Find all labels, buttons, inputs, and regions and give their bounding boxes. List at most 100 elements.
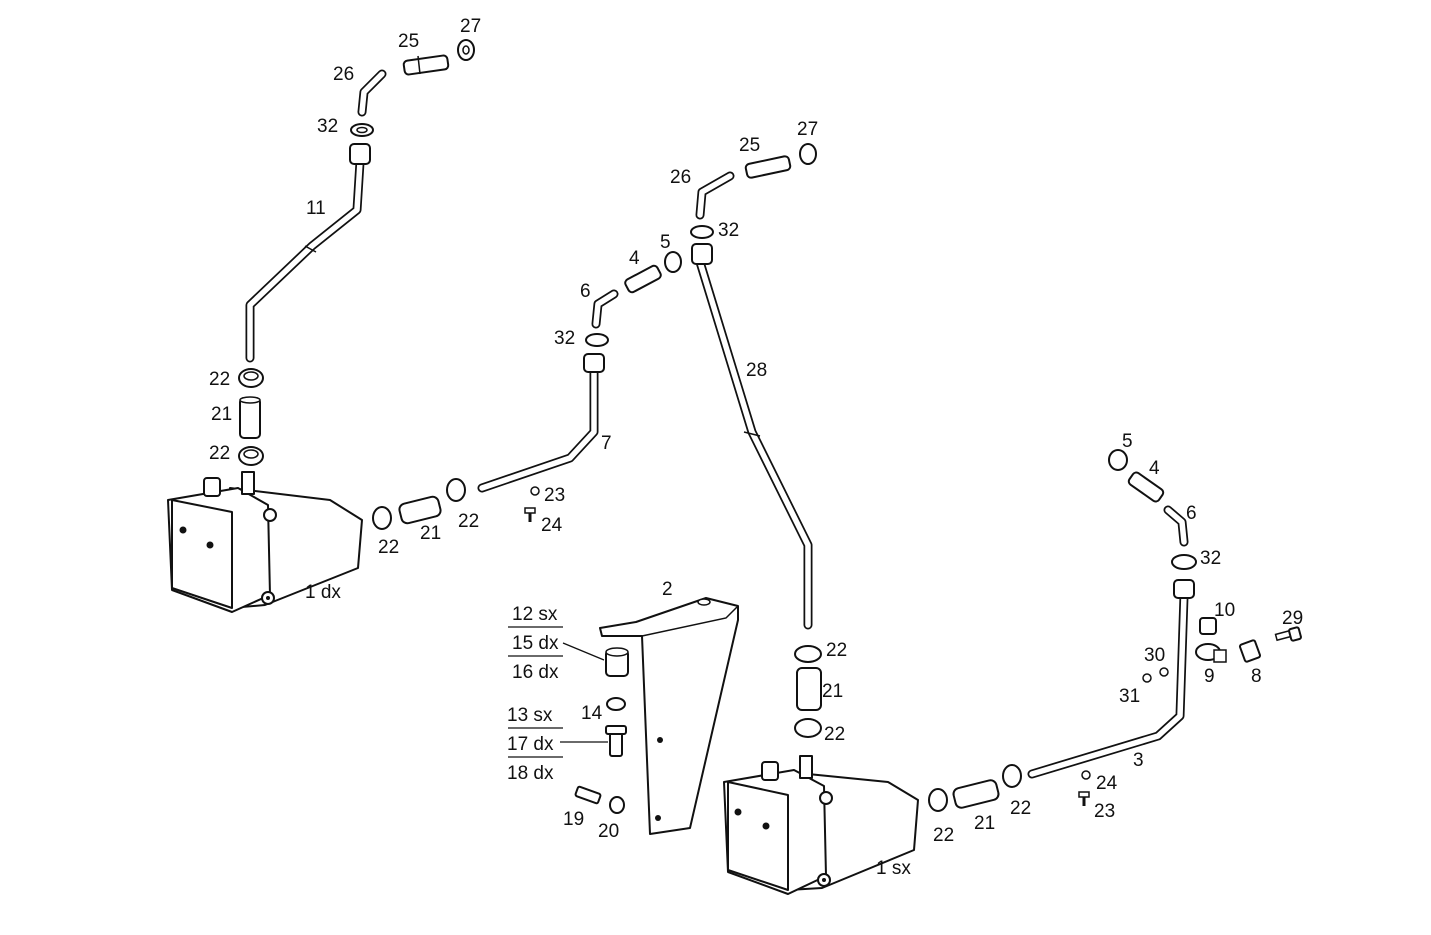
- label-1dx: 1 dx: [305, 582, 341, 603]
- label-4: 4: [629, 248, 640, 269]
- washer-27-top-right: [799, 143, 817, 165]
- union-4-right: [1127, 471, 1165, 503]
- label-31: 31: [1119, 686, 1140, 707]
- clamp-22-upper-right: [794, 645, 822, 663]
- nut-23-left: [530, 486, 540, 496]
- label-21: 21: [420, 523, 441, 544]
- washer-5-right: [1108, 449, 1128, 471]
- washer-31: [1142, 673, 1152, 683]
- label-26: 26: [670, 167, 691, 188]
- label-21: 21: [822, 681, 843, 702]
- hose-21-side-right: [952, 779, 1000, 809]
- leader-lines: [508, 626, 608, 758]
- washer-32-top-right: [690, 225, 714, 239]
- label-5: 5: [1122, 431, 1133, 452]
- plate-8: [1238, 639, 1262, 663]
- nut-20: [609, 796, 625, 814]
- washer-27-top-left: [457, 39, 475, 61]
- union-25-top-right: [744, 155, 792, 179]
- clamp-22-side-right: [928, 788, 948, 812]
- label-11: 11: [306, 198, 326, 219]
- label-22: 22: [378, 537, 399, 558]
- label-17dx: 17 dx: [507, 734, 554, 755]
- label-13sx: 13 sx: [507, 705, 553, 726]
- label-14: 14: [581, 703, 603, 724]
- pipe-28: [691, 243, 813, 630]
- screw-29: [1274, 626, 1302, 642]
- washer-32-mid: [585, 333, 609, 347]
- label-30: 30: [1144, 645, 1165, 666]
- bracket-2: [599, 597, 739, 835]
- spacer-16dx: [605, 647, 629, 677]
- clamp-22-side-left-2: [446, 478, 466, 502]
- label-15dx: 15 dx: [512, 633, 559, 654]
- label-8: 8: [1251, 666, 1262, 687]
- clip-10: [1199, 617, 1217, 635]
- label-22: 22: [933, 825, 954, 846]
- label-5: 5: [660, 232, 671, 253]
- label-23: 23: [1094, 801, 1115, 822]
- label-22: 22: [209, 369, 230, 390]
- label-3: 3: [1133, 750, 1144, 771]
- label-9: 9: [1204, 666, 1215, 687]
- elbow-6-right: [1163, 505, 1189, 547]
- label-22: 22: [1010, 798, 1031, 819]
- elbow-26-top-right: [695, 171, 735, 220]
- label-2: 2: [662, 579, 673, 600]
- bolt-17dx: [605, 725, 627, 757]
- washer-14: [606, 697, 626, 711]
- label-12sx: 12 sx: [512, 604, 558, 625]
- hose-21-upper-left: [239, 396, 261, 439]
- label-27: 27: [797, 119, 818, 140]
- elbow-26-top-left: [357, 69, 387, 117]
- label-26: 26: [333, 64, 354, 85]
- label-18dx: 18 dx: [507, 763, 554, 784]
- tank-right-1sx: [723, 755, 919, 895]
- label-23: 23: [544, 485, 565, 506]
- label-32: 32: [718, 220, 739, 241]
- pipe-3: [1027, 579, 1195, 779]
- label-6: 6: [580, 281, 591, 302]
- label-32: 32: [554, 328, 575, 349]
- pipe-11: [245, 143, 371, 363]
- label-27: 27: [460, 16, 481, 37]
- pipe-7: [477, 353, 605, 493]
- union-4-mid: [624, 264, 662, 294]
- nut-24-right: [1081, 770, 1091, 780]
- label-10: 10: [1214, 600, 1235, 621]
- label-22: 22: [458, 511, 479, 532]
- label-19: 19: [563, 809, 584, 830]
- label-28: 28: [746, 360, 767, 381]
- label-24: 24: [541, 515, 563, 536]
- hose-clamp-22-lower-left: [238, 446, 264, 466]
- screw-24-left: [524, 507, 536, 522]
- label-22: 22: [824, 724, 845, 745]
- elbow-6-mid: [591, 289, 619, 329]
- label-4: 4: [1149, 458, 1160, 479]
- part-number-labels: 26 25 27 32 11 22 21 22 1 dx 22 21 22 23…: [209, 16, 1303, 879]
- label-7: 7: [601, 433, 612, 454]
- label-16dx: 16 dx: [512, 662, 559, 683]
- hose-clamp-22-upper-left: [238, 368, 264, 388]
- label-6: 6: [1186, 503, 1197, 524]
- hose-21-side-left: [398, 495, 442, 525]
- label-1sx: 1 sx: [876, 858, 911, 879]
- clamp-9: [1195, 643, 1227, 663]
- union-25-top-left: [402, 54, 450, 76]
- label-25: 25: [739, 135, 760, 156]
- clamp-22-side-left: [372, 506, 392, 530]
- washer-32-right: [1171, 554, 1197, 570]
- bolt-19: [574, 785, 602, 805]
- screw-23-right: [1078, 791, 1090, 806]
- nut-30: [1159, 667, 1169, 677]
- label-29: 29: [1282, 608, 1303, 629]
- tank-left-1dx: [167, 471, 363, 613]
- hose-21-right: [796, 667, 822, 711]
- label-22: 22: [209, 443, 230, 464]
- label-22: 22: [826, 640, 847, 661]
- label-20: 20: [598, 821, 619, 842]
- label-32: 32: [317, 116, 338, 137]
- label-32: 32: [1200, 548, 1221, 569]
- clamp-22-side-right-2: [1002, 764, 1022, 788]
